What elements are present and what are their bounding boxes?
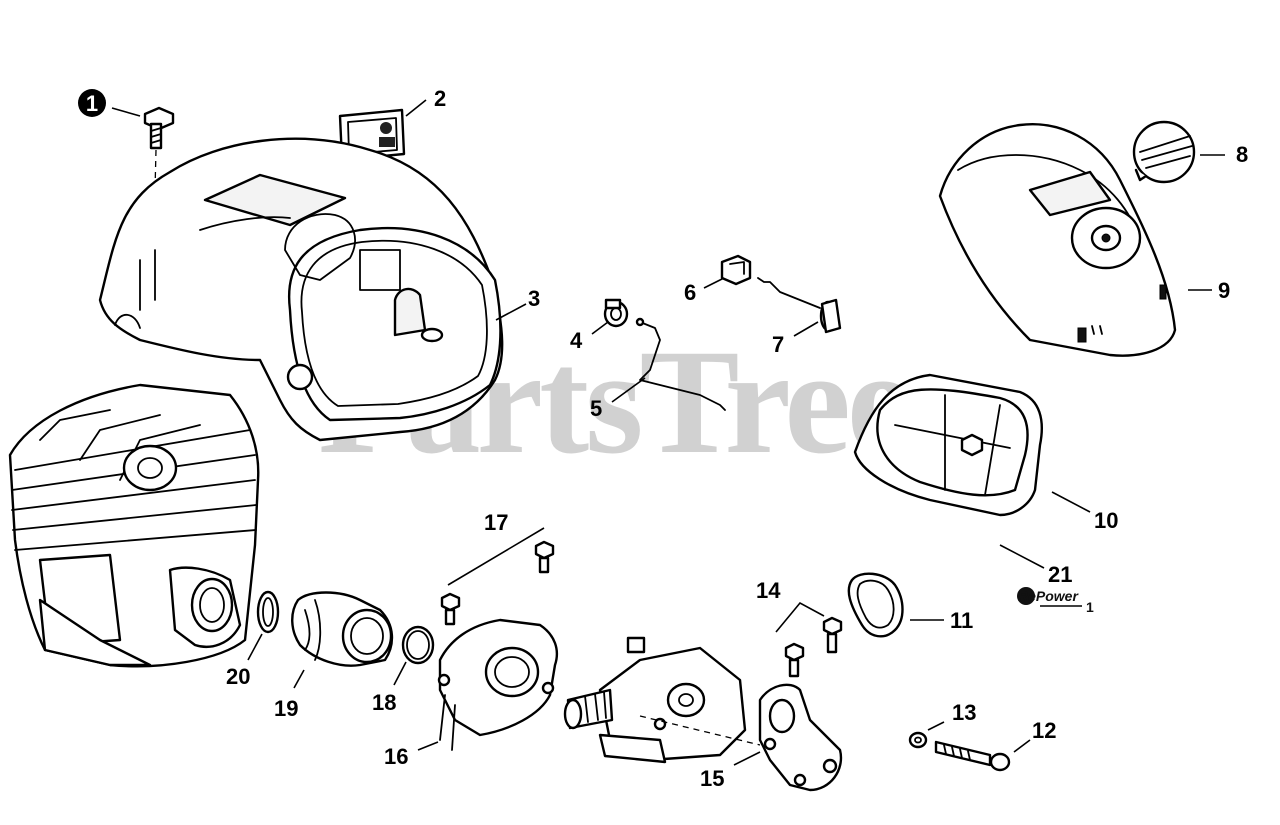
part-11-gasket[interactable]: [847, 572, 904, 638]
callout-10[interactable]: 10: [1094, 508, 1118, 533]
callout-21[interactable]: 21: [1048, 562, 1072, 587]
part-18-o-ring[interactable]: [401, 625, 435, 665]
callout-5[interactable]: 5: [590, 396, 602, 421]
callout-11[interactable]: 11: [950, 608, 973, 633]
part-8-knob[interactable]: [1132, 120, 1196, 184]
part-1-screw[interactable]: [143, 106, 175, 150]
part-14-screws[interactable]: [784, 616, 843, 678]
part-16-intake-flange[interactable]: [437, 618, 559, 751]
callout-19[interactable]: 19: [274, 696, 298, 721]
part-3-top-cover[interactable]: [98, 137, 504, 442]
callout-14[interactable]: 14: [756, 578, 781, 603]
callout-7[interactable]: 7: [772, 332, 784, 357]
part-20-snap-ring[interactable]: [256, 590, 280, 634]
leader-lines: [111, 99, 1225, 766]
part-4-grommet[interactable]: [603, 298, 629, 328]
callout-labels: 1 2 3 4 5 6 7 8 9 10 11 12 13 14 15 16 1…: [78, 86, 1248, 791]
repower-logo-text: RePower: [1018, 588, 1079, 604]
callout-9[interactable]: 9: [1218, 278, 1230, 303]
callout-16[interactable]: 16: [384, 744, 408, 769]
callout-4[interactable]: 4: [570, 328, 583, 353]
part-19-intake-boot[interactable]: [291, 591, 394, 667]
part-10-air-filter[interactable]: [853, 373, 1043, 517]
callout-8[interactable]: 8: [1236, 142, 1248, 167]
callout-3[interactable]: 3: [528, 286, 540, 311]
callout-2[interactable]: 2: [434, 86, 446, 111]
part-9-filter-cover[interactable]: [938, 123, 1177, 357]
part-13-washer[interactable]: [908, 731, 928, 749]
part-12-bolt[interactable]: [934, 740, 1011, 772]
callout-1[interactable]: 1: [86, 91, 98, 116]
part-17-screws[interactable]: [440, 540, 555, 626]
repower-logo-mark: [1017, 587, 1035, 605]
callout-12[interactable]: 12: [1032, 718, 1056, 743]
repower-logo: RePower 1: [1017, 587, 1094, 615]
callout-6[interactable]: 6: [684, 280, 696, 305]
repower-logo-suffix: 1: [1086, 599, 1094, 615]
callout-1-badge: [78, 89, 106, 117]
engine-cylinder: [8, 383, 260, 668]
callout-17[interactable]: 17: [484, 510, 508, 535]
part-5-throttle-rod[interactable]: [635, 317, 726, 411]
callout-13[interactable]: 13: [952, 700, 976, 725]
callout-18[interactable]: 18: [372, 690, 396, 715]
part-6-clip[interactable]: [720, 254, 752, 286]
callout-15[interactable]: 15: [700, 766, 724, 791]
part-7-choke-rod[interactable]: [757, 277, 842, 334]
callout-20[interactable]: 20: [226, 664, 250, 689]
